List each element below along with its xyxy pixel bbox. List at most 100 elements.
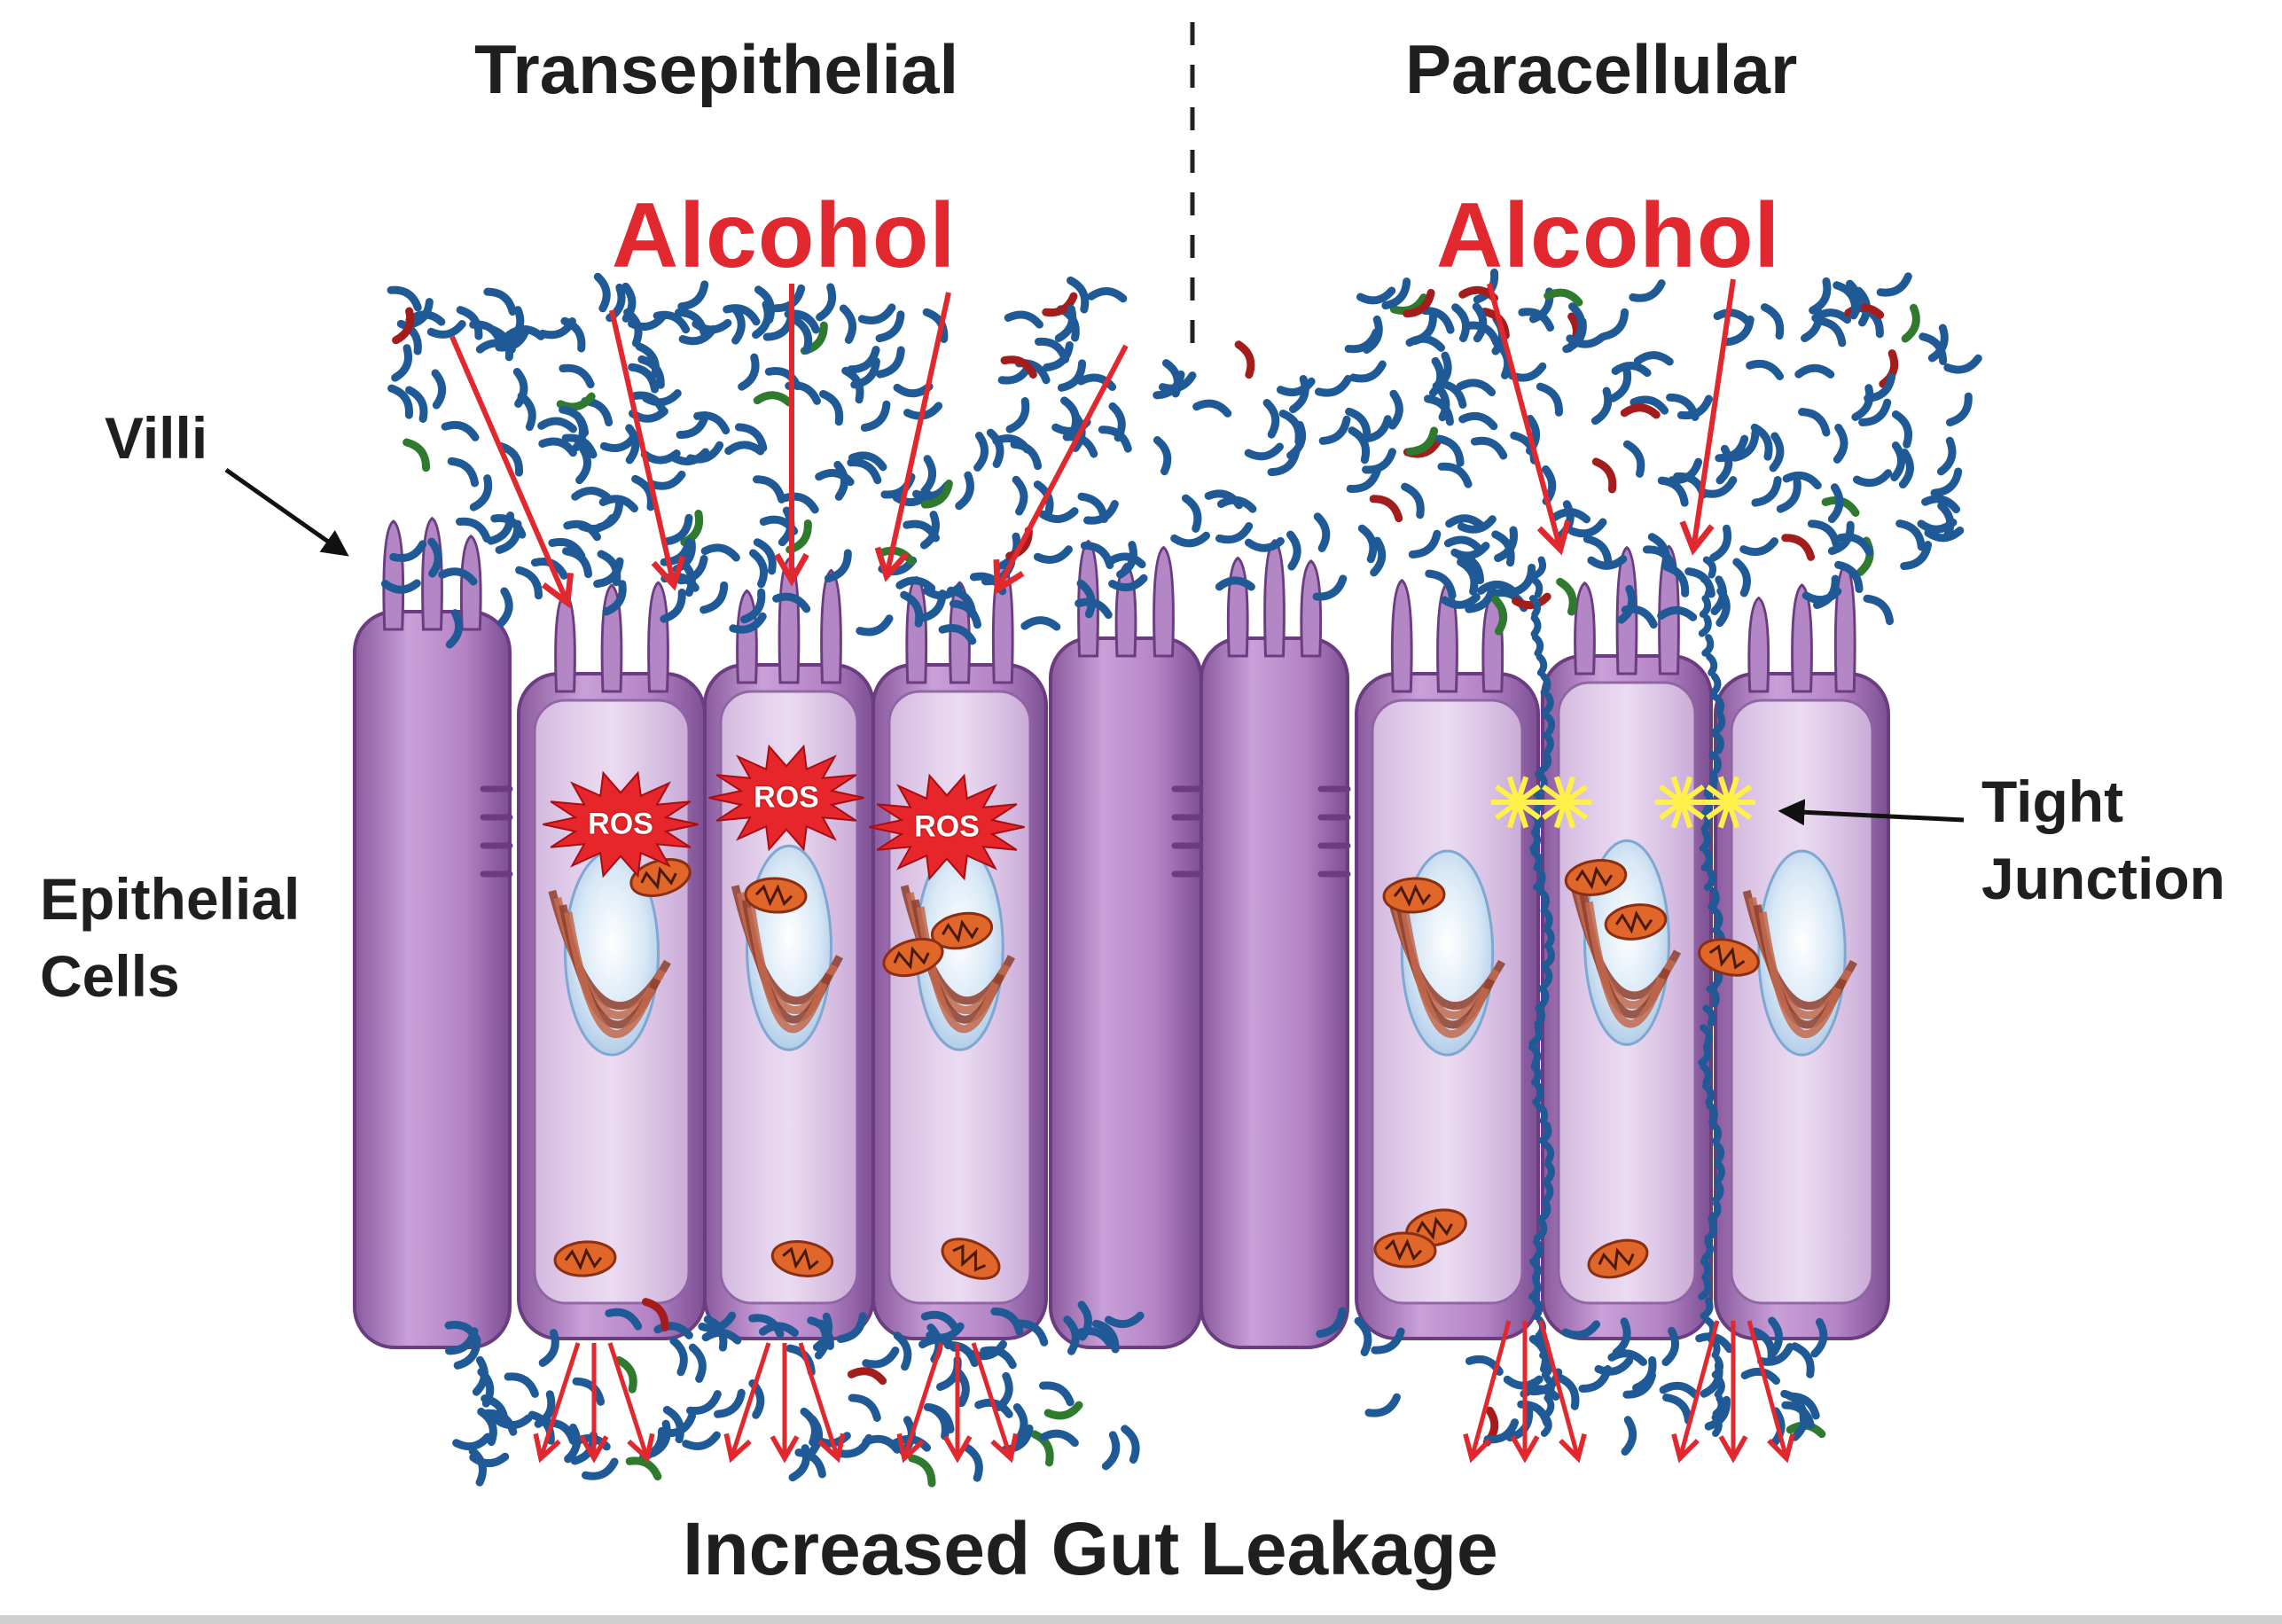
ros-burst [869,773,1025,881]
villus [554,591,576,693]
bacterium [1921,495,1961,514]
junction-bacterium [1699,829,1712,852]
bacterium [1919,332,1948,365]
junction-bacterium [1702,1004,1716,1027]
increased-gut-leakage-caption: Increased Gut Leakage [683,1507,1498,1590]
leakage-arrow [723,1342,771,1464]
ros-bursts [543,744,1025,881]
alcohol-label-transepithelial: Alcohol [612,184,957,287]
bacterium [1647,533,1670,570]
bacterium [404,386,428,423]
junction-bacterium [1543,1179,1554,1203]
junction-bacterium [1703,868,1716,891]
bacterium [572,1377,606,1406]
bacterium [593,557,624,589]
bacterium [1556,1373,1580,1410]
epithelial-cell [1200,538,1351,1349]
junction-bacterium [1542,1141,1555,1164]
bacterium [1590,386,1613,426]
bacterium [974,1399,1013,1418]
bacterium [1746,359,1785,380]
bacterium [1659,1381,1700,1399]
bacterium [918,589,947,622]
junction-bacterium [1528,1277,1542,1300]
bacterium [660,588,686,623]
junction-bacterium [1708,887,1720,910]
bacterium [605,1308,643,1331]
villus [647,581,669,693]
bacterium [1599,308,1629,340]
bacterium [714,1388,746,1418]
bacterium [880,472,916,499]
bacterium [1091,1319,1120,1354]
alcohol-arrow [609,309,686,591]
bacterium [1062,433,1098,458]
bacterium [848,1394,881,1422]
bacterium [1930,467,1963,497]
bacterium [1622,440,1645,478]
bacteria-cloud [380,268,1982,1487]
bacterium [1312,574,1348,601]
bacterium [1769,432,1785,472]
ros-label-3: ROS [914,809,980,844]
bacterium [876,346,905,379]
bacterium [900,590,924,628]
bacterium [1364,1393,1402,1417]
bacterium [542,1418,577,1445]
bacterium [1611,362,1652,378]
bacterium [1776,477,1801,513]
bacterium [504,1372,539,1398]
bacterium [1012,475,1028,516]
mitochondrion [553,1240,617,1277]
bacterium [703,1315,728,1352]
bacterium [1891,410,1913,449]
bacterium [1020,616,1061,631]
bacterium [816,283,837,322]
organelles [553,858,1760,1280]
bacterium [628,363,660,394]
ros-burst [543,770,699,878]
alcohol-arrow [1487,283,1571,556]
bacterium [1262,398,1280,439]
bacterium [1901,303,1920,343]
bacterium [1768,1316,1784,1357]
junction-bacterium [1701,1082,1715,1105]
bacterium [839,304,857,344]
bacterium [653,310,691,334]
bacterium [1357,524,1378,564]
bacterium [537,417,577,433]
bacterium [469,1452,510,1468]
bacterium [559,363,595,389]
bacterium [1450,542,1490,560]
bacterium [847,458,882,485]
junction-bacterium [1543,712,1556,735]
junction-bacterium [1700,1024,1713,1047]
bacterium [1827,520,1855,556]
bacterium [895,576,936,593]
bacterium [973,431,989,472]
bacterium [1458,411,1498,431]
bacterium [1371,1327,1405,1355]
bacterium [1751,476,1782,507]
bacterium [1286,530,1301,571]
bacterium [1441,593,1481,609]
bacterium [1836,533,1873,557]
bacterium [635,342,660,379]
bacterium [1827,483,1844,524]
junction-bacterium [1541,946,1555,969]
junction-bacterium [1538,1121,1552,1144]
bacterium [426,319,466,339]
junction-bacterium [1528,1024,1543,1047]
bacterium [1757,1343,1794,1366]
villus [1747,596,1770,693]
bacterium [833,460,849,501]
bacterium [562,547,593,579]
bacterium [1608,365,1632,402]
bacterium [621,282,637,323]
junction-bacterium [1714,1374,1725,1398]
golgi [746,906,828,1034]
bacterium [469,320,504,346]
bacterium [1038,1381,1075,1407]
bacterium [1739,537,1779,557]
bacterium [688,1343,707,1383]
